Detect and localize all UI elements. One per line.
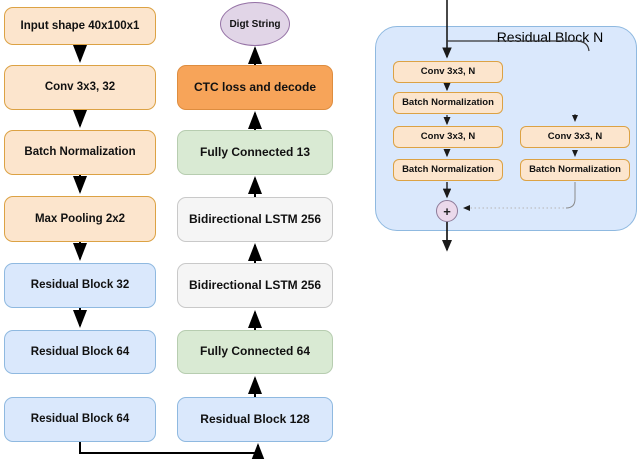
- node-digit-string-output: Digt String: [220, 2, 290, 46]
- node-ctc-loss-decode: CTC loss and decode: [177, 65, 333, 110]
- detail-conv-1: Conv 3x3, N: [393, 61, 503, 83]
- detail-conv-2: Conv 3x3, N: [393, 126, 503, 148]
- detail-batch-norm-2: Batch Normalization: [393, 159, 503, 181]
- node-bidirectional-lstm-256-b: Bidirectional LSTM 256: [177, 263, 333, 308]
- node-input-shape: Input shape 40x100x1: [4, 7, 156, 45]
- residual-block-detail-title: Residual Block N: [496, 29, 604, 45]
- node-residual-block-64-b: Residual Block 64: [4, 397, 156, 442]
- detail-batch-norm-1: Batch Normalization: [393, 92, 503, 114]
- node-max-pooling-2x2: Max Pooling 2x2: [4, 196, 156, 242]
- node-bidirectional-lstm-256-a: Bidirectional LSTM 256: [177, 197, 333, 242]
- detail-skip-batch-norm: Batch Normalization: [520, 159, 630, 181]
- detail-skip-conv: Conv 3x3, N: [520, 126, 630, 148]
- node-conv-3x3-32: Conv 3x3, 32: [4, 65, 156, 110]
- node-fully-connected-64: Fully Connected 64: [177, 330, 333, 374]
- add-merge-icon: +: [436, 200, 458, 222]
- node-residual-block-64-a: Residual Block 64: [4, 330, 156, 374]
- node-residual-block-32: Residual Block 32: [4, 263, 156, 308]
- node-fully-connected-13: Fully Connected 13: [177, 130, 333, 175]
- node-residual-block-128: Residual Block 128: [177, 397, 333, 442]
- node-batch-normalization: Batch Normalization: [4, 130, 156, 175]
- arrow-rb64-to-rb128-elbow: [79, 442, 265, 459]
